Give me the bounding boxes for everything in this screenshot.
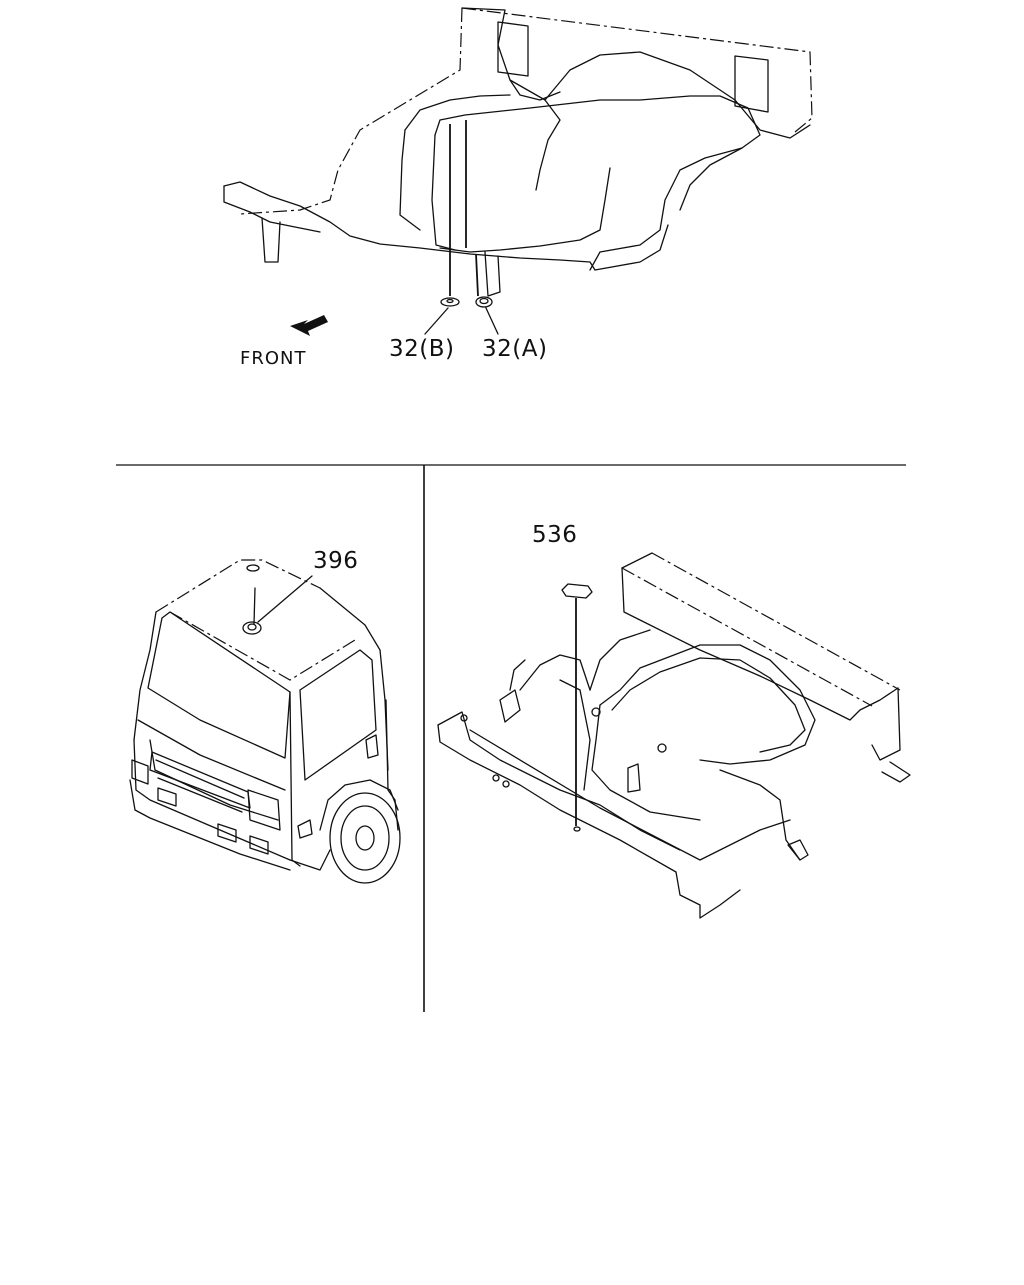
floor-pan-drawing: [437, 552, 911, 919]
front-arrow-icon: [290, 315, 328, 336]
front-label: FRONT: [240, 348, 307, 369]
part-label-536: 536: [532, 522, 578, 548]
floor-panel-drawing: [223, 7, 813, 335]
part-label-32a: 32(A): [482, 336, 548, 362]
part-label-396: 396: [313, 548, 359, 574]
part-label-32b: 32(B): [389, 336, 455, 362]
truck-cab-drawing: [129, 559, 401, 884]
